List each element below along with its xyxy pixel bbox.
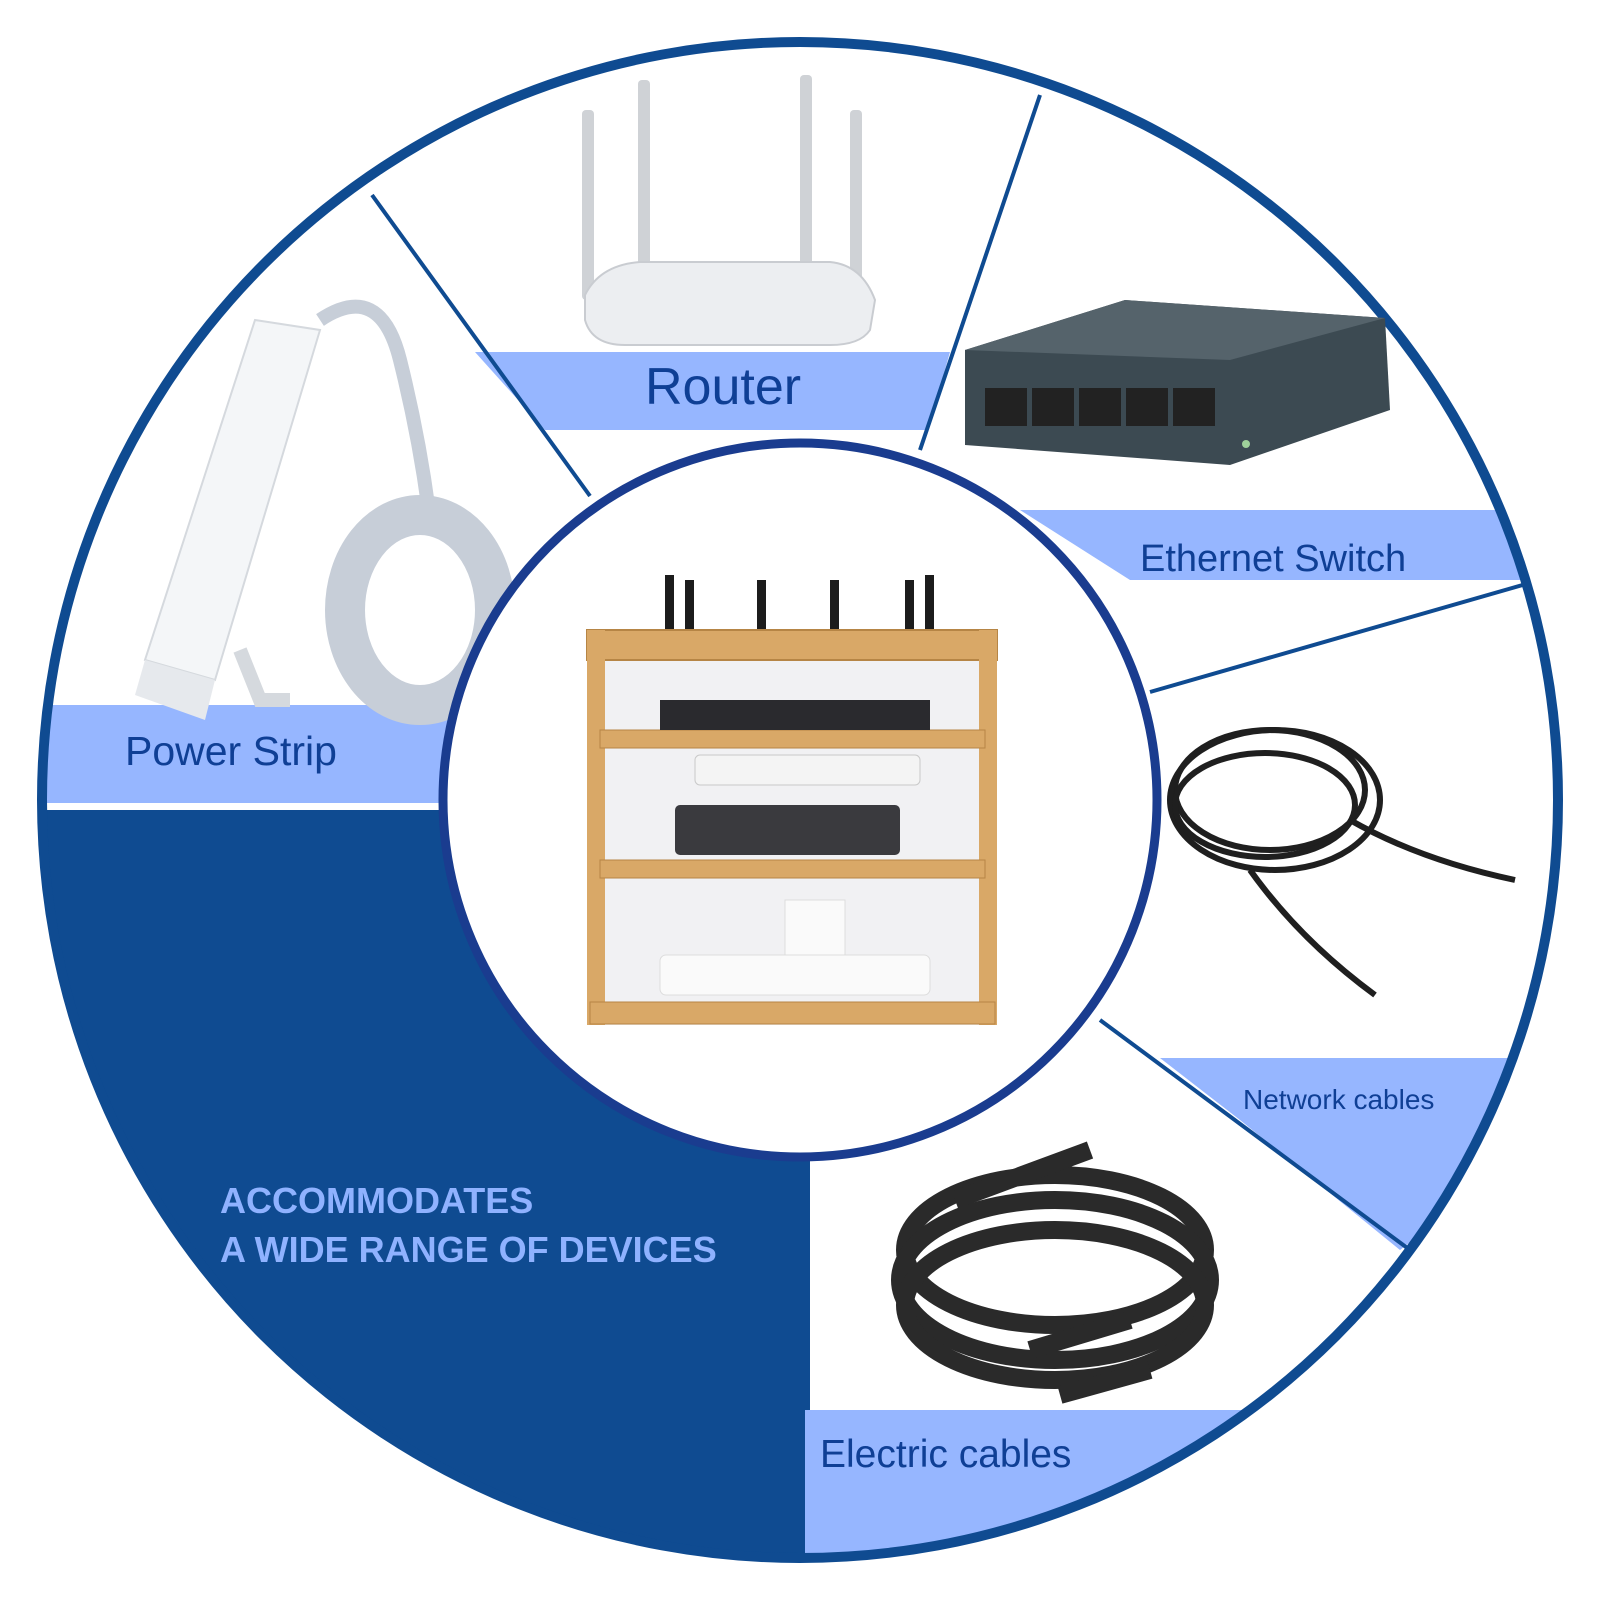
network-cable-image [1167,727,1516,998]
outer-ring [37,37,1563,1563]
divider-line [370,193,592,498]
tagline-line-1: ACCOMMODATES [220,1180,534,1221]
electric-cable-image [891,1141,1219,1404]
divider-line [1098,1018,1412,1252]
power-label-band [42,705,450,803]
network-cables-label: Network cables [1243,1084,1435,1115]
router-label: Router [645,358,802,416]
divider-line [1149,578,1541,694]
power-strip-label: Power Strip [125,728,337,774]
electric-cables-label: Electric cables [820,1433,1072,1476]
switch-label-band [1020,510,1540,580]
ethernet-switch-label: Ethernet Switch [1140,538,1407,580]
divider-line [918,94,1042,451]
tagline-line-2: A WIDE RANGE OF DEVICES [220,1229,717,1270]
router-label-band [475,352,950,430]
router-image [582,75,877,346]
tagline: ACCOMMODATES A WIDE RANGE OF DEVICES [220,1176,717,1274]
cable-box-organizer-image [586,575,998,1025]
ethernet-switch-image [965,300,1390,465]
